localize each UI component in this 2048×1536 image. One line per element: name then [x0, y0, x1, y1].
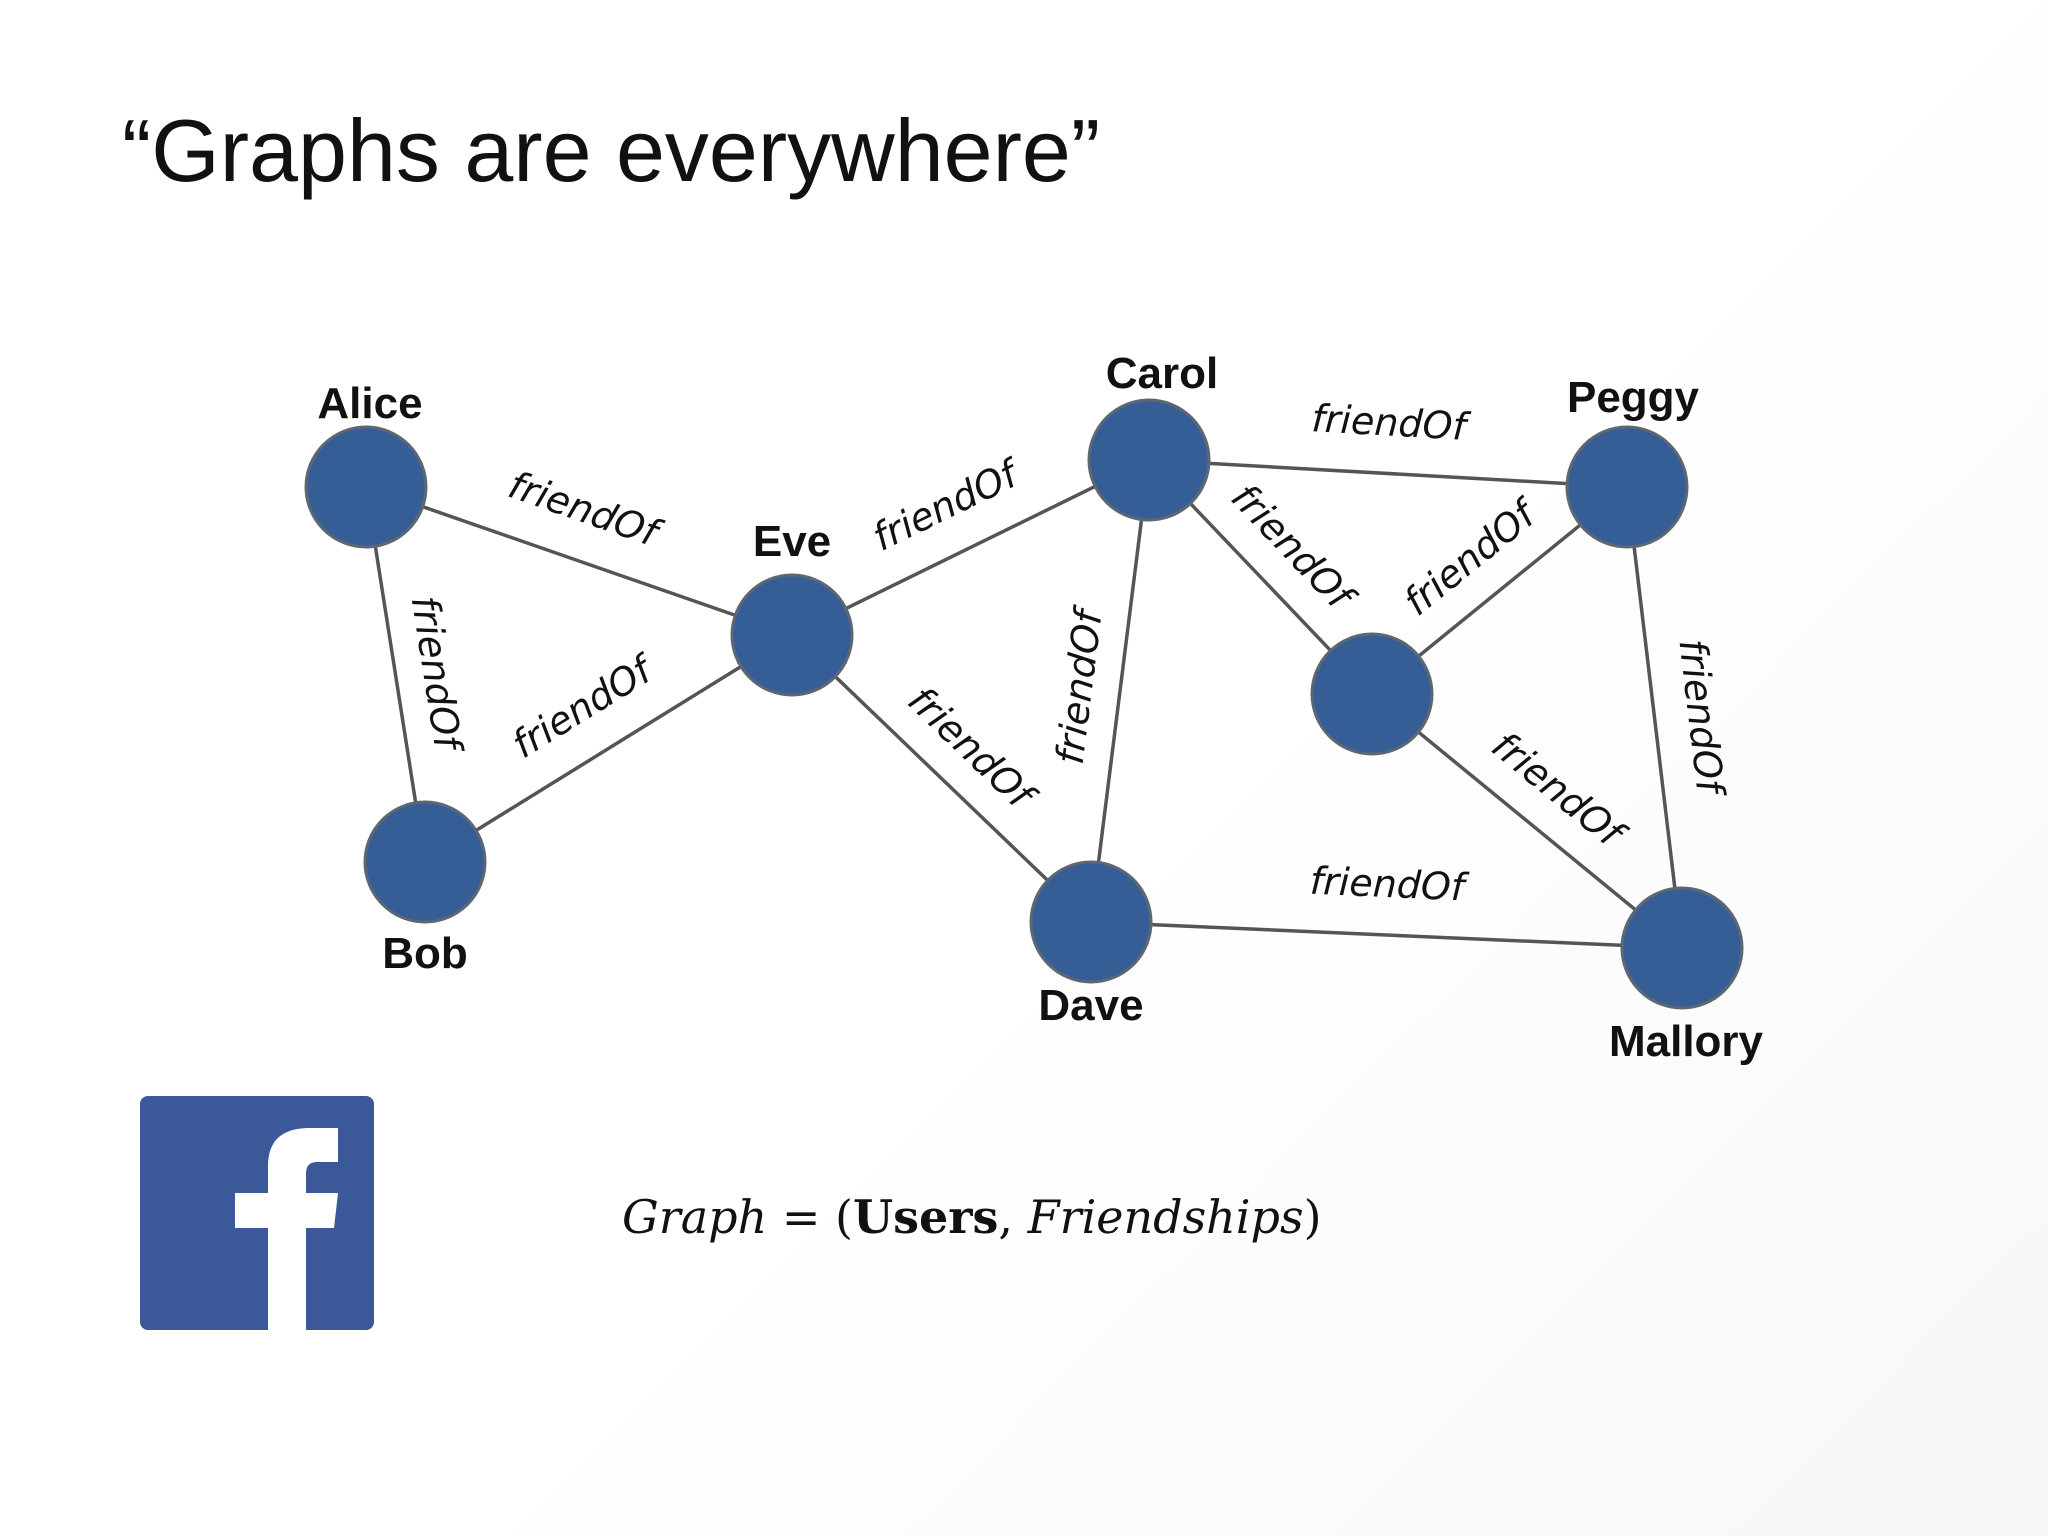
- node-alice: [304, 425, 428, 549]
- formula-friendships: Friendships: [1027, 1190, 1304, 1244]
- nodes-layer: [304, 398, 1744, 1010]
- node-unnamed: [1310, 632, 1434, 756]
- formula-close-paren: ): [1303, 1190, 1322, 1244]
- edge-label-carol-dave: friendOf: [1048, 602, 1112, 766]
- node-label-mallory: Mallory: [1609, 1017, 1764, 1066]
- formula-open-paren: (: [835, 1190, 853, 1244]
- edge-dave-mallory: [1090, 920, 1683, 950]
- node-carol: [1087, 398, 1211, 522]
- formula-lhs: Graph: [622, 1190, 768, 1244]
- edge-label-carol-peggy: friendOf: [1310, 396, 1472, 449]
- node-mallory: [1620, 886, 1744, 1010]
- edge-carol-peggy: [1148, 458, 1628, 489]
- node-bob: [363, 800, 487, 924]
- node-eve: [730, 573, 854, 697]
- edge-carol-dave: [1089, 459, 1151, 923]
- node-label-peggy: Peggy: [1567, 373, 1700, 422]
- edge-label-unnamed-peggy: friendOf: [1395, 489, 1547, 624]
- edge-eve-dave: [790, 633, 1093, 924]
- node-label-alice: Alice: [317, 379, 422, 428]
- slide-title: “Graphs are everywhere”: [122, 101, 1101, 200]
- node-label-eve: Eve: [753, 517, 831, 566]
- node-dave: [1029, 860, 1153, 984]
- facebook-f-glyph: [235, 1128, 338, 1330]
- facebook-logo: [140, 1096, 374, 1330]
- edge-alice-bob: [364, 486, 427, 863]
- edge-unnamed-mallory: [1370, 692, 1684, 950]
- edge-label-unnamed-mallory: friendOf: [1484, 723, 1636, 858]
- node-label-carol: Carol: [1106, 349, 1218, 398]
- edge-alice-eve: [365, 485, 793, 637]
- edge-label-carol-unnamed: friendOf: [1223, 475, 1365, 621]
- formula-equals: =: [781, 1190, 821, 1244]
- formula-users: Users: [852, 1190, 999, 1244]
- node-label-bob: Bob: [382, 929, 468, 978]
- edge-label-alice-bob: friendOf: [403, 593, 471, 758]
- node-label-dave: Dave: [1038, 981, 1143, 1030]
- edge-bob-eve: [424, 633, 793, 864]
- edge-label-eve-dave: friendOf: [900, 678, 1046, 821]
- edge-label-peggy-mallory: friendOf: [1670, 637, 1733, 801]
- node-peggy: [1565, 425, 1689, 549]
- graph-formula: Graph = (Users, Friendships): [622, 1190, 1322, 1244]
- edge-peggy-mallory: [1625, 486, 1684, 949]
- edge-eve-carol: [791, 458, 1150, 637]
- formula-comma: ,: [998, 1190, 1014, 1244]
- edge-label-dave-mallory: friendOf: [1309, 859, 1471, 910]
- edge-label-eve-carol: friendOf: [866, 450, 1029, 560]
- edge-label-bob-eve: friendOf: [504, 645, 663, 767]
